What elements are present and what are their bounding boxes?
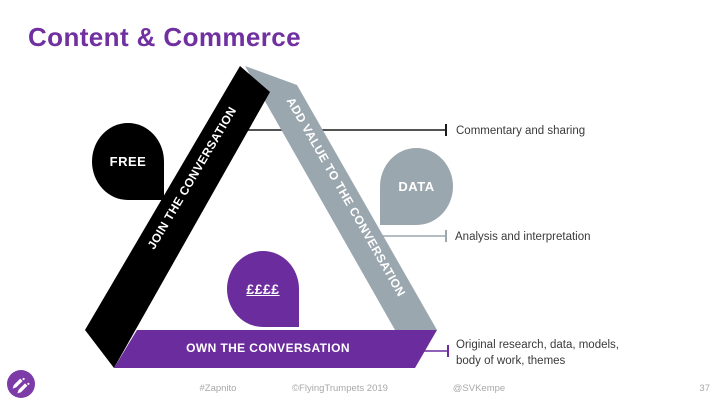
annotation-research: Original research, data, models, body of… [456, 337, 619, 369]
trumpets-icon [7, 370, 35, 398]
annotation-research-text-line2: body of work, themes [456, 355, 566, 367]
footer-handle: @SVKempe [452, 383, 506, 394]
annotation-commentary-text: Commentary and sharing [456, 125, 586, 137]
footer-hashtag: #Zapnito [199, 383, 237, 394]
blob-free: FREE [92, 123, 164, 200]
annotation-analysis-text: Analysis and interpretation [455, 231, 591, 243]
footer-copyright: ©FlyingTrumpets 2019 [292, 383, 388, 394]
band-join [85, 66, 270, 368]
blob-free-label: FREE [109, 154, 147, 169]
blob-data: DATA [380, 148, 453, 225]
blob-money-label: ££££ [246, 281, 280, 297]
band-add-value [245, 66, 437, 330]
annotation-commentary: Commentary and sharing [456, 123, 585, 139]
blob-money: ££££ [227, 251, 299, 327]
annotation-analysis: Analysis and interpretation [455, 229, 591, 245]
blob-data-label: DATA [398, 179, 435, 194]
page-number: 37 [699, 383, 710, 394]
annotation-research-text-line1: Original research, data, models, [456, 339, 619, 351]
band-own-label: OWN THE CONVERSATION [186, 341, 350, 355]
band-own [114, 330, 437, 368]
page-title: Content & Commerce [28, 22, 302, 52]
flying-trumpets-logo [7, 370, 35, 398]
